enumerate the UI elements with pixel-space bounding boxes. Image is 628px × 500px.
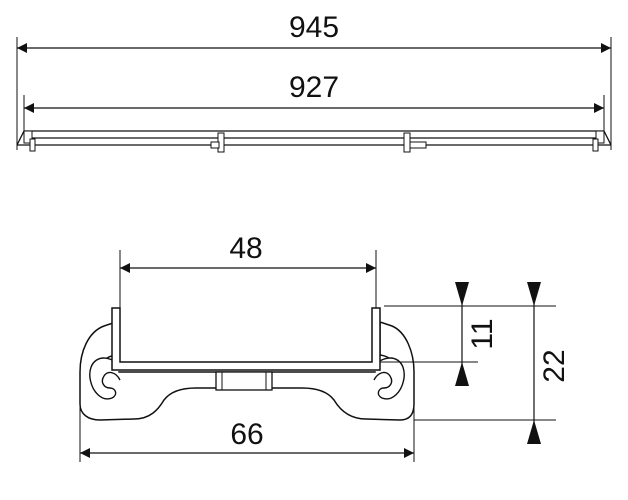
label-overall-length: 945	[289, 11, 339, 44]
label-outer-width: 66	[230, 418, 263, 451]
dimension-22	[527, 282, 541, 444]
channel-profile-top	[16, 130, 612, 153]
dimension-11	[455, 282, 469, 386]
right-drainage-slot	[373, 357, 405, 400]
label-upper-height: 11	[466, 318, 499, 349]
label-total-height: 22	[538, 349, 571, 382]
label-inner-width: 48	[229, 232, 262, 265]
top-view: 945 927	[16, 11, 612, 153]
label-inner-length: 927	[289, 71, 339, 104]
center-foot	[215, 371, 273, 391]
inner-channel	[111, 307, 381, 371]
channel-profile-body	[79, 320, 415, 421]
cross-section-view: 48 66 11 22	[79, 232, 571, 462]
